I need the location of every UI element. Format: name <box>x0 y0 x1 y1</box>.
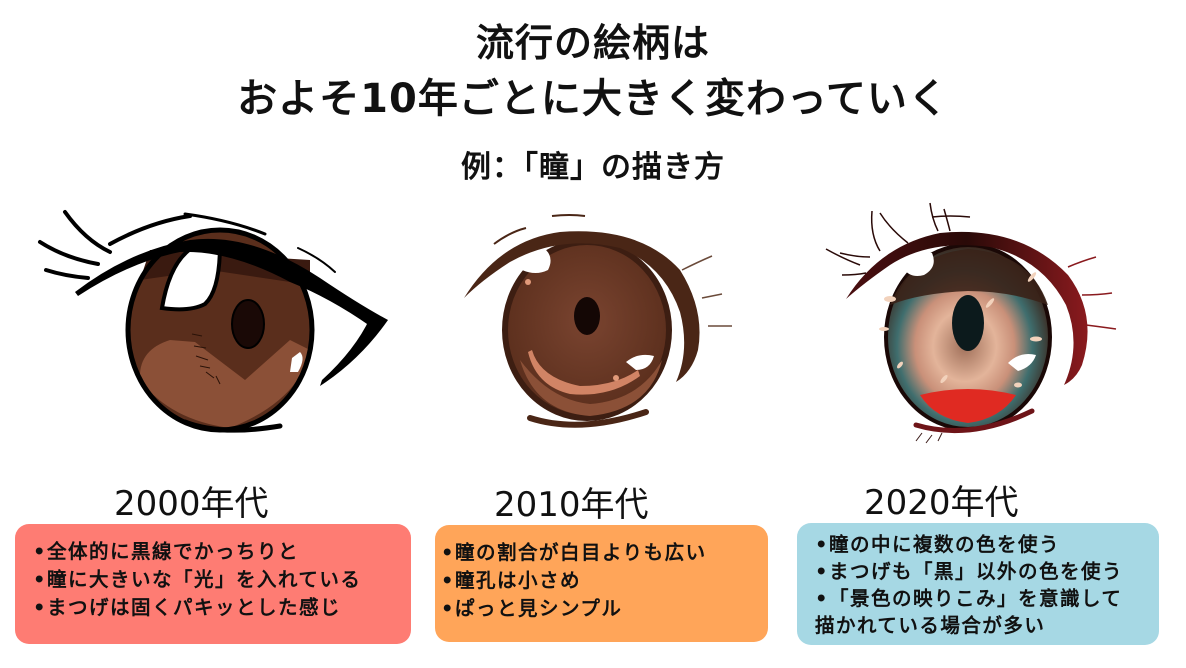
eye-illustration-2010s <box>464 214 732 428</box>
feature-box-2010s: •瞳の割合が白目よりも広い •瞳孔は小さめ •ぱっと見シンプル <box>435 525 768 642</box>
feature-item: •「景色の映りこみ」を意識して <box>815 587 1123 610</box>
feature-item: •全体的に黒線でかっちりと <box>33 540 299 563</box>
feature-item: •まつげは固くパキッとした感じ <box>33 596 341 619</box>
feature-item: •瞳孔は小さめ <box>441 569 581 592</box>
feature-item: •ぱっと見シンプル <box>441 597 623 620</box>
page-title-line-2: およそ10年ごとに大きく変わっていく <box>237 76 949 122</box>
decade-label-2020s: 2020年代 <box>864 483 1019 523</box>
feature-item: •瞳の割合が白目よりも広い <box>441 541 707 564</box>
feature-item: •瞳に大きいな「光」を入れている <box>33 568 362 591</box>
page-title-line-1: 流行の絵柄は <box>475 21 710 65</box>
feature-item: •瞳の中に複数の色を使う <box>815 533 1060 556</box>
decade-label-2010s: 2010年代 <box>494 485 649 525</box>
feature-item: 描かれている場合が多い <box>815 614 1046 637</box>
eye-illustration-2000s <box>38 210 388 433</box>
feature-box-2000s: •全体的に黒線でかっちりと •瞳に大きいな「光」を入れている •まつげは固くパキ… <box>15 524 411 644</box>
decade-label-2000s: 2000年代 <box>114 484 269 524</box>
page-subtitle: 例：「瞳」の描き方 <box>461 150 725 185</box>
eye-illustration-2020s <box>825 202 1117 444</box>
feature-item: •まつげも「黒」以外の色を使う <box>815 560 1123 583</box>
feature-box-2020s: •瞳の中に複数の色を使う •まつげも「黒」以外の色を使う •「景色の映りこみ」を… <box>797 523 1159 645</box>
